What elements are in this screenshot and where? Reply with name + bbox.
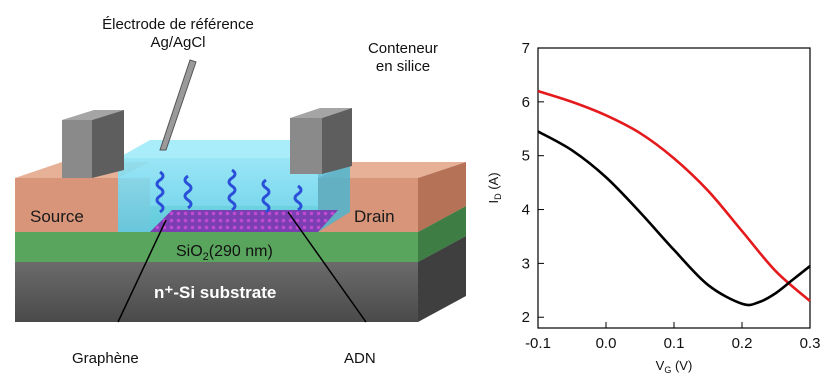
y-axis-label-unit: (A) — [486, 172, 501, 193]
dna-strands — [155, 168, 303, 214]
x-axis-label: VG (V) — [656, 358, 693, 375]
container-label: Conteneur en silice — [348, 40, 458, 76]
red-series-line — [537, 89, 811, 303]
oxide-thickness: (290 nm) — [209, 243, 273, 260]
y-axis-label-sub: D — [493, 193, 503, 200]
substrate-label: n⁺-Si substrate — [154, 283, 276, 302]
reference-electrode-label-line2: Ag/AgCl — [150, 34, 206, 51]
transfer-curve-chart: -0.1 0.0 0.1 0.2 0.3 2 3 4 5 6 7 VG (V) ID (A) — [486, 40, 821, 375]
oxide-label: SiO2(290 nm) — [176, 243, 273, 263]
y-tick-label: 2 — [522, 309, 530, 326]
right-container-wall — [290, 108, 352, 174]
x-tick-label: 0.1 — [664, 335, 685, 352]
dna-pointer-line — [287, 211, 367, 323]
x-axis-label-main: V — [656, 358, 665, 373]
data-series — [537, 89, 811, 307]
x-tick-label: 0.3 — [800, 335, 821, 352]
gfet-device-diagram: Source Drain SiO2(290 nm) n⁺-Si substrat… — [15, 59, 466, 323]
y-axis-label: ID (A) — [486, 172, 503, 203]
container-label-line2: en silice — [375, 58, 431, 75]
source-label: Source — [30, 207, 84, 226]
x-tick-label: -0.1 — [525, 335, 551, 352]
graphene-label: Graphène — [72, 350, 139, 367]
graphene-pointer-line — [117, 219, 167, 323]
y-tick-label: 6 — [522, 94, 530, 111]
y-tick-label: 4 — [522, 202, 530, 219]
y-axis-label-main: I — [486, 200, 501, 204]
x-axis-label-unit: (V) — [671, 358, 692, 373]
left-container-wall — [62, 110, 124, 178]
black-series-line — [537, 130, 811, 307]
y-tick-label: 3 — [522, 255, 530, 272]
plot-frame — [537, 47, 811, 329]
reference-electrode-label: Électrode de référence Ag/AgCl — [68, 16, 288, 52]
reference-electrode-label-line1: Électrode de référence — [102, 16, 254, 33]
axis-ticks: -0.1 0.0 0.1 0.2 0.3 2 3 4 5 6 7 — [522, 40, 821, 352]
dna-label: ADN — [344, 350, 376, 367]
x-axis-label-sub: G — [664, 365, 671, 375]
drain-electrode — [318, 162, 466, 232]
oxide-formula: SiO — [176, 243, 203, 260]
drain-label: Drain — [354, 207, 395, 226]
oxide-subscript: 2 — [203, 251, 209, 263]
x-tick-label: 0.0 — [596, 335, 617, 352]
container-label-line1: Conteneur — [367, 40, 439, 57]
reference-electrode — [159, 59, 197, 151]
y-tick-label: 5 — [522, 148, 530, 165]
x-tick-label: 0.2 — [732, 335, 753, 352]
y-tick-label: 7 — [522, 40, 530, 57]
graphene-sheet — [150, 210, 338, 232]
